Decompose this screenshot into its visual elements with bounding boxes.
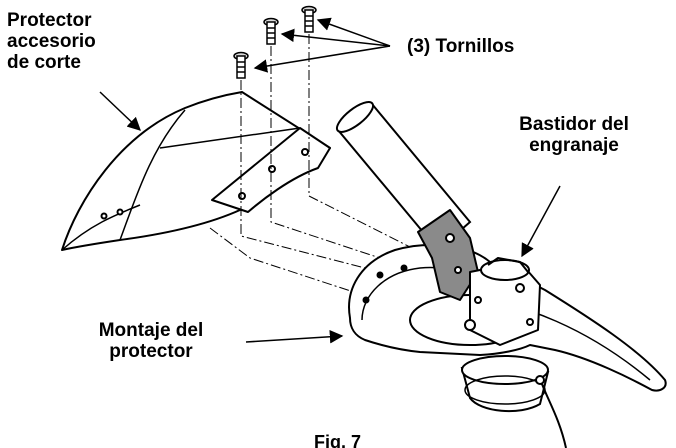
label-montaje: Montaje del protector [66,320,236,362]
label-line: de corte [7,52,81,73]
label-tornillos: (3) Tornillos [407,36,514,57]
accessory-shield [61,91,331,251]
label-line: Fig. 7 [314,432,362,448]
label-bastidor: Bastidor del engranaje [494,114,654,156]
screw [233,51,249,79]
figure-caption: Fig. 7 [314,432,361,448]
drive-shaft [335,101,472,252]
gear-housing [464,257,541,346]
label-line: Protector [7,10,92,31]
label-line: accesorio [7,31,96,52]
label-line: protector [109,341,193,362]
leader-arrows [99,17,561,344]
label-protector-accesorio: Protector accesorio de corte [7,10,96,73]
label-line: Bastidor del [519,114,629,135]
screw [301,5,317,33]
screw [263,17,279,45]
label-line: Montaje del [98,320,204,341]
spool-hub [460,355,567,448]
label-line: engranaje [529,135,619,156]
alignment-lines [209,34,421,299]
label-line: (3) Tornillos [407,36,515,57]
